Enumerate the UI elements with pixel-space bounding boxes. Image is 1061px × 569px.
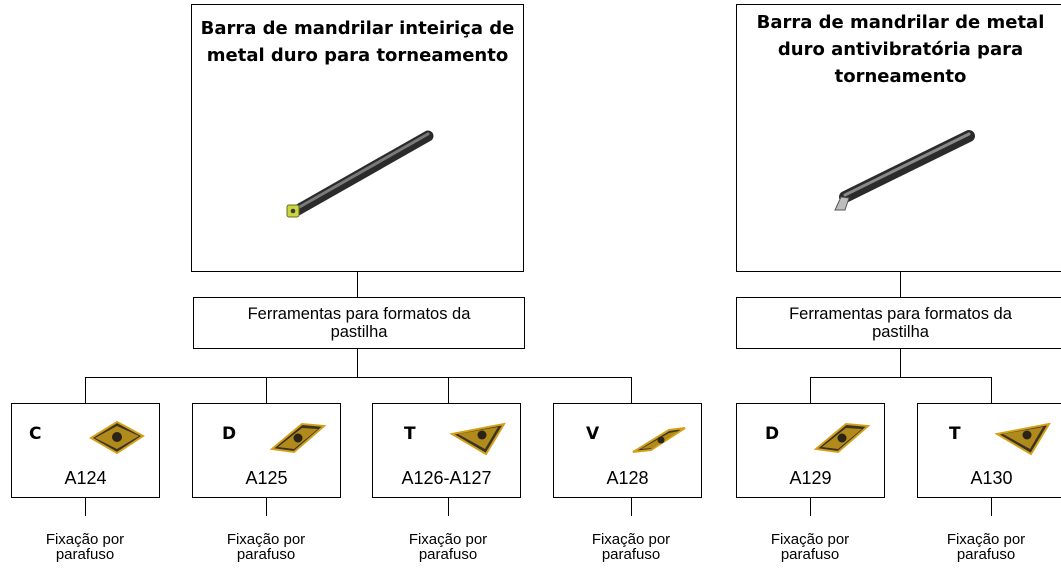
insert-shape-letter: T	[949, 424, 961, 444]
insert-shape-letter: V	[586, 424, 600, 444]
connector-line	[266, 377, 267, 404]
connector-line	[810, 497, 811, 516]
insert-box-d[interactable]: D A125	[192, 403, 341, 498]
clamping-label: Fixação por parafuso	[736, 532, 884, 562]
insert-format-box-1: Ferramentas para formatos da pastilha	[193, 297, 525, 349]
clamping-label-line-2: parafuso	[418, 546, 478, 563]
insert-shape-letter: C	[29, 424, 42, 444]
connector-line	[266, 497, 267, 516]
insert-catalog-page: A125	[245, 468, 288, 488]
clamping-label-line-1: Fixação por	[408, 531, 488, 548]
clamping-label-line-1: Fixação por	[770, 531, 850, 548]
insert-box-t[interactable]: T A126-A127	[372, 403, 521, 498]
connector-line	[991, 377, 992, 404]
insert-catalog-page: A124	[64, 468, 107, 488]
anti-vibration-boring-bar-image	[834, 130, 975, 211]
product-title-line-1: Barra de mandrilar inteiriça de	[200, 18, 515, 39]
clamping-label-line-1: Fixação por	[45, 531, 125, 548]
connector-line	[448, 377, 449, 404]
insert-box-t-anti-vibration[interactable]: T A130	[917, 403, 1061, 498]
insert-catalog-page: A130	[970, 468, 1013, 488]
insert-format-label-line-2: pastilha	[872, 323, 929, 341]
insert-shape-letter: D	[222, 424, 237, 444]
connector-line	[900, 271, 901, 298]
clamping-label: Fixação por parafuso	[912, 532, 1060, 562]
insert-catalog-page: A128	[606, 468, 649, 488]
insert-catalog-page: A129	[789, 468, 832, 488]
insert-format-box-2: Ferramentas para formatos da pastilha	[736, 297, 1061, 349]
connector-line	[631, 377, 632, 404]
solid-carbide-boring-bar-image	[286, 130, 434, 218]
insert-box-d-anti-vibration[interactable]: D A129	[736, 403, 885, 498]
clamping-label-line-2: parafuso	[956, 546, 1016, 563]
clamping-label-line-2: parafuso	[55, 546, 115, 563]
connector-line	[991, 497, 992, 516]
insert-format-label-line-1: Ferramentas para formatos da	[789, 305, 1012, 323]
branch-line	[810, 377, 992, 378]
clamping-label: Fixação por parafuso	[11, 532, 159, 562]
insert-format-label-line-1: Ferramentas para formatos da	[247, 305, 471, 323]
triangle-insert-icon	[449, 422, 507, 456]
clamping-label: Fixação por parafuso	[192, 532, 340, 562]
insert-catalog-page: A126-A127	[401, 468, 492, 488]
insert-box-c[interactable]: C A124	[11, 403, 160, 498]
product-box-solid-carbide-boring-bar: Barra de mandrilar inteiriça de metal du…	[191, 4, 524, 272]
clamping-label-line-1: Fixação por	[946, 531, 1026, 548]
product-title-line-2: metal duro para torneamento	[206, 45, 509, 66]
clamping-label: Fixação por parafuso	[374, 532, 522, 562]
clamping-label-line-2: parafuso	[780, 546, 840, 563]
insert-box-v[interactable]: V A128	[553, 403, 702, 498]
connector-line	[631, 497, 632, 516]
insert-format-label-line-2: pastilha	[330, 323, 388, 341]
connector-line	[448, 497, 449, 516]
insert-shape-letter: T	[404, 424, 416, 444]
rhombic-55-insert-icon	[269, 422, 327, 454]
rhombic-55-insert-icon	[813, 422, 871, 454]
clamping-label-line-1: Fixação por	[591, 531, 671, 548]
rhombic-35-insert-icon	[632, 427, 686, 453]
triangle-insert-icon	[994, 422, 1052, 456]
rhombic-80-insert-icon	[89, 420, 145, 455]
product-box-anti-vibration-boring-bar: Barra de mandrilar de metal duro antivib…	[736, 4, 1061, 272]
product-title-line-3: torneamento	[834, 66, 967, 87]
connector-line	[357, 271, 358, 298]
connector-line	[810, 377, 811, 404]
clamping-label-line-1: Fixação por	[226, 531, 306, 548]
connector-line	[85, 497, 86, 516]
insert-shape-letter: D	[765, 424, 780, 444]
connector-line	[85, 377, 86, 404]
product-title-line-1: Barra de mandrilar de metal	[756, 12, 1045, 33]
product-title-line-2: duro antivibratória para	[777, 39, 1024, 60]
branch-line	[85, 377, 632, 378]
clamping-label-line-2: parafuso	[601, 546, 661, 563]
connector-line	[357, 348, 358, 378]
connector-line	[900, 348, 901, 378]
clamping-label: Fixação por parafuso	[557, 532, 705, 562]
clamping-label-line-2: parafuso	[236, 546, 296, 563]
